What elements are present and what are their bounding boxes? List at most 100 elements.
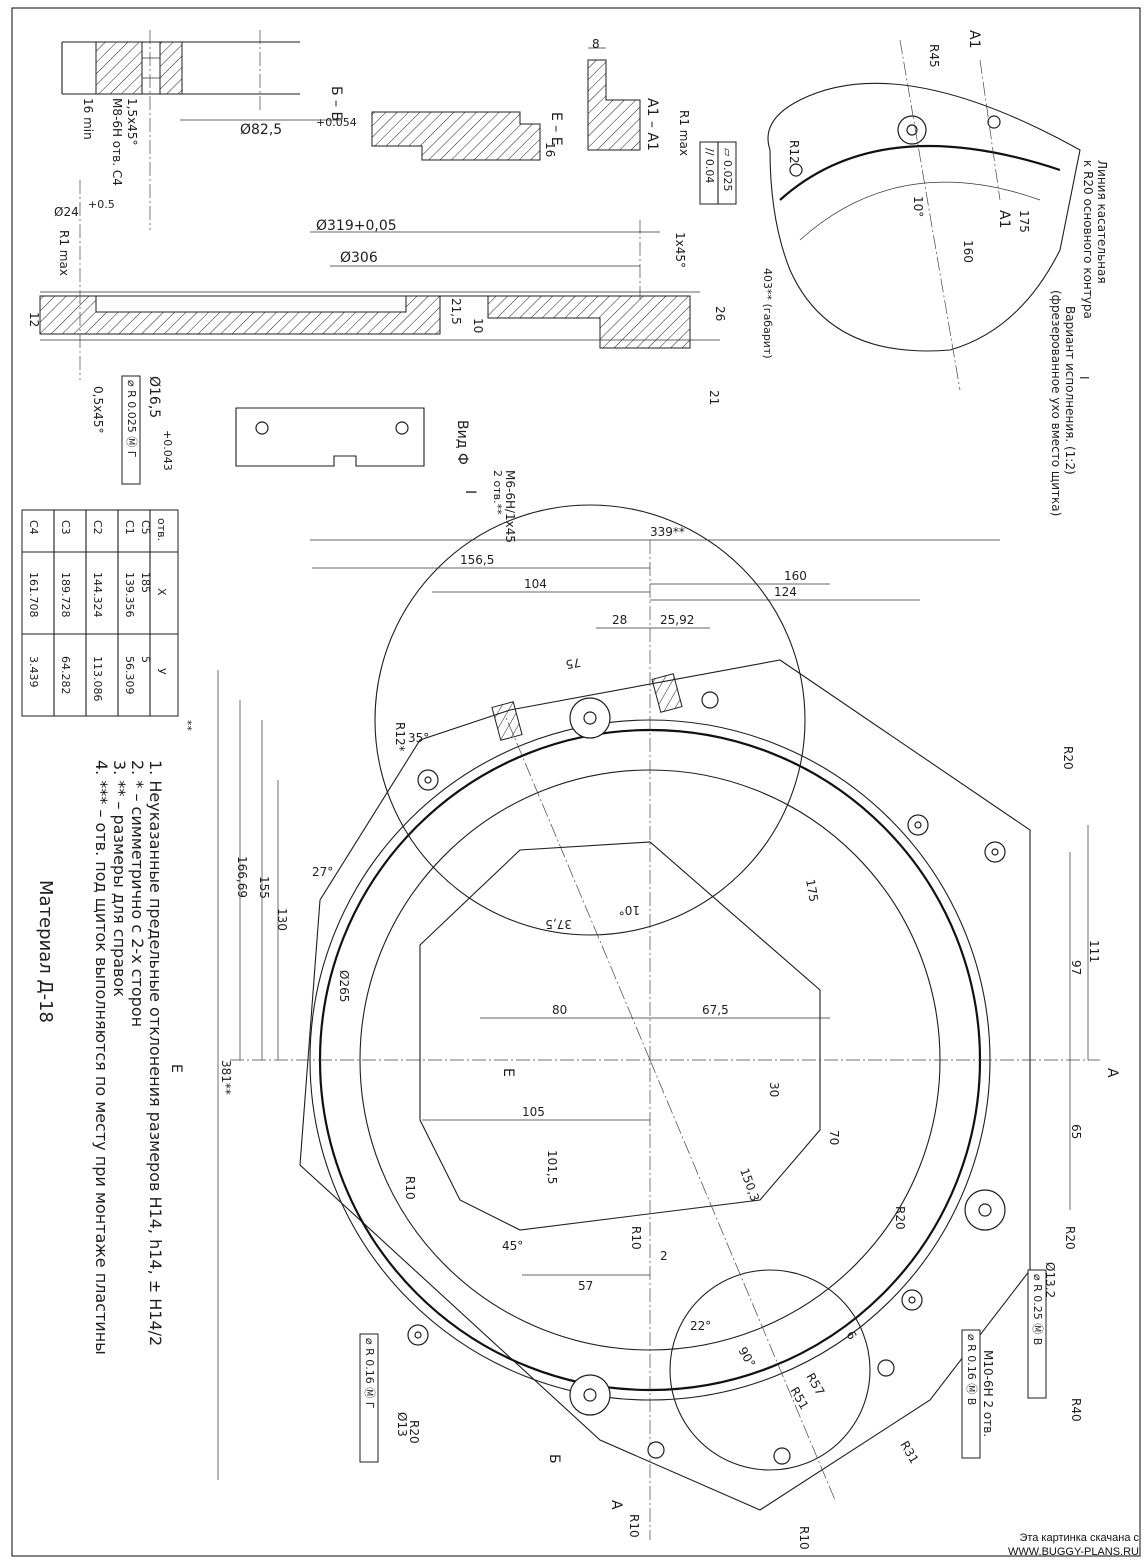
dim-65: 65 [1069,1124,1083,1139]
dim-80: 80 [552,1003,567,1017]
dim-111: 111 [1087,940,1101,963]
angle-10: 10° [619,903,640,917]
dim-130: 130 [275,908,289,931]
chamfer-3-label: 0,5х45° [91,386,105,433]
detail-tangent-sub: к R20 основного контура [1081,160,1095,319]
table-header-hole: отв. [155,518,168,541]
detail-160: 160 [961,240,975,263]
section-mark-b: Б [546,1454,562,1464]
thread-m6-note: 2 отв.** [491,470,504,515]
section-mark-a-bottom: А [608,1500,624,1510]
tolerance-frame-1: ⌀ R 0.025 Ⓜ Г [125,380,138,458]
section-mark-a-top: А [1104,1068,1120,1078]
watermark-line-1: Эта картинка скачана с [1019,1532,1139,1544]
table-row: 139.356 [123,572,136,618]
radius-r12: R12* [393,722,407,752]
hole-d13: Ø13 [395,1412,409,1437]
detail-tangent: Линия касательная [1095,160,1109,284]
parallel-label: // 0.04 [703,148,716,183]
sheet-frame [11,7,1141,1557]
detail-a1-top: А1 [966,30,982,48]
detail-variant-sub: (фрезерованное ухо вместо щитка) [1049,290,1063,516]
d10-label: 10 [471,318,485,333]
table-footnote: ** [181,720,194,732]
detail-title: I [1077,376,1091,380]
angle-45: 45° [502,1239,523,1253]
callout-i: I [462,490,478,494]
tolerance-frame-4: ⌀ R 0.16 Ⓜ Г [363,1338,376,1409]
radius-r10-d: R10 [797,1526,811,1550]
table-row: С1 [123,520,136,535]
table-row: С4 [27,520,40,535]
table-row: 189.728 [59,572,72,618]
watermark: Эта картинка скачана с WWW.BUGGY-PLANS.R… [959,1531,1139,1559]
view-f: Вид Ф [235,407,470,467]
detail-r45: R45 [927,44,941,68]
table-row: С5 [139,520,152,535]
table-header-x: X [155,588,168,596]
table-row: 161.708 [27,572,40,618]
dim-101-5: 101,5 [545,1150,559,1184]
detail-10deg: 10° [911,196,925,217]
dim-30: 30 [767,1082,781,1097]
radius-r10-b: R10 [629,1226,643,1250]
dim-104: 104 [524,577,547,591]
d21-label: 21 [707,390,721,405]
hole-table: отв. X У С1 139.356 56.309 С2 144.324 11… [21,509,194,732]
note-1: 1. Неуказанные предельные отклонения раз… [146,760,165,1346]
radius-r40: R40 [1069,1398,1083,1422]
d24-tol: +0.5 [88,198,115,211]
detail-r12: R12 [787,140,801,164]
dim-2: 2 [660,1249,668,1263]
d16-5-label: Ø16,5 [146,376,162,418]
d12-label: 12 [27,312,41,327]
r1max-label-2: R1 max [677,110,691,156]
dim-57: 57 [578,1279,593,1293]
detail-variant: Вариант исполнения. (1:2) [1063,306,1077,475]
min16-label: 16 min [81,98,95,140]
dim-28: 28 [612,613,627,627]
dim-d265: Ø265 [337,970,351,1002]
dim-155: 155 [257,876,271,899]
angle-90: 90° [735,1345,758,1370]
section-mark-e-2: Е [168,1064,184,1073]
thread-m10: М10-6Н 2 отв. [981,1350,995,1437]
radius-r51: R51 [787,1385,811,1412]
dim-150-3: 150,3 [737,1166,762,1203]
m8-label: М8-6Н отв. С4 [110,98,124,186]
radius-r20-a: R20 [1061,746,1075,770]
section-a1a1: 8 А1 – А1 R1 max ▱ 0.025 // 0.04 [587,37,737,205]
detail-a1-mid: А1 [996,210,1012,228]
note-3: 3. ** – размеры для справок [110,760,129,997]
radius-r20-b: R20 [1063,1226,1077,1250]
detail-175: 175 [1017,210,1031,233]
tolerance-frame-3: ⌀ R 0.16 Ⓜ В [965,1334,978,1405]
d319-label: Ø319+0,05 [316,218,397,234]
dim-97: 97 [1069,960,1083,975]
notes: 1. Неуказанные предельные отклонения раз… [35,760,165,1355]
d16-label: 16 [543,142,557,157]
thread-m6: М6-6Н/1х45 [503,470,517,543]
section-mark-e-1: Е [500,1068,516,1077]
section-a1a1-label: А1 – А1 [644,98,660,151]
radius-r31: R31 [897,1439,921,1466]
radius-r20-c: R20 [893,1206,907,1230]
dim-381: 381** [219,1060,233,1095]
table-row: С2 [91,520,104,535]
section-ee-label: Е – Е [548,112,564,146]
table-row: С3 [59,520,72,535]
d24-label: Ø24 [54,205,79,219]
flatness-label: ▱ 0.025 [721,148,734,191]
table-row: 64.282 [59,656,72,695]
d26-label: 26 [713,306,727,321]
table-row: 3.439 [27,656,40,688]
r1max-label: R1 max [57,230,71,276]
watermark-line-2: WWW.BUGGY-PLANS.RU [1008,1546,1139,1558]
table-row: 185 [139,572,152,593]
plate-main-view: 339** 156,5 104 160 124 28 25,92 75 166,… [168,470,1120,1550]
radius-r20-d: R20 [407,1420,421,1444]
dim-25-92: 25,92 [660,613,694,627]
dim-75: 75 [564,655,581,671]
dim-166-69: 166,69 [235,856,249,898]
